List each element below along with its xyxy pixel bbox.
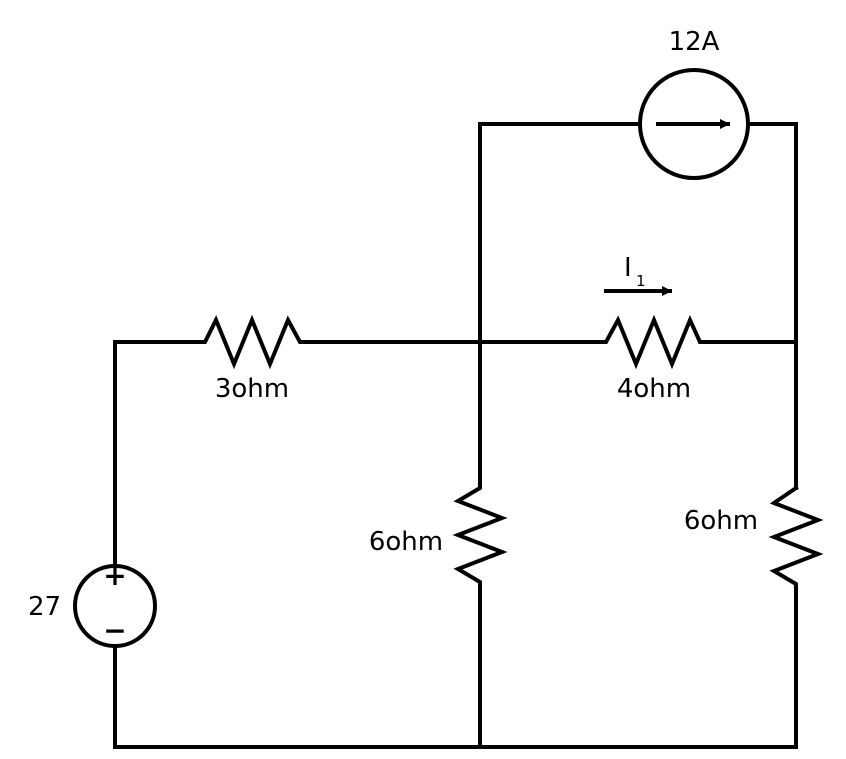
current-label-subscript: 1 bbox=[636, 272, 646, 290]
resistor-4ohm-label: 4ohm bbox=[617, 374, 691, 404]
resistor-6ohm-middle bbox=[452, 483, 508, 598]
current-source-label: 12A bbox=[669, 27, 720, 57]
voltage-source-minus: − bbox=[103, 614, 126, 647]
resistor-6ohm-right bbox=[768, 485, 824, 600]
voltage-source-label: 27 bbox=[28, 592, 61, 622]
resistor-6ohm-right-label: 6ohm bbox=[684, 506, 758, 536]
current-label-i: I bbox=[624, 253, 632, 283]
resistor-3ohm bbox=[193, 314, 314, 370]
wire-upper-left bbox=[478, 122, 642, 344]
resistor-6ohm-middle-label: 6ohm bbox=[369, 527, 443, 557]
resistor-4ohm bbox=[596, 314, 714, 370]
wire-bottom bbox=[113, 643, 798, 749]
voltage-source-plus: + bbox=[103, 559, 126, 592]
resistor-3ohm-label: 3ohm bbox=[215, 374, 289, 404]
wire-upper-right bbox=[746, 122, 798, 490]
voltage-source-circle bbox=[73, 564, 157, 648]
